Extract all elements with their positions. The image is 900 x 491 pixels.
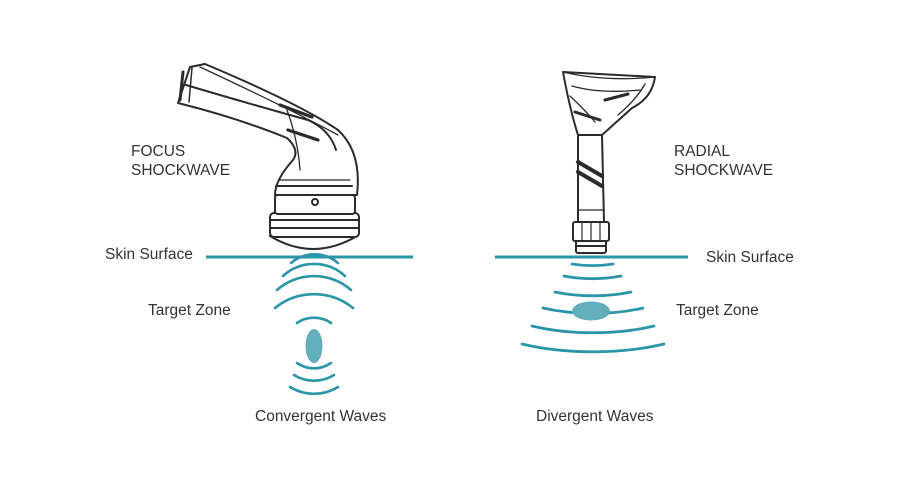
divergent-waves [520, 262, 666, 354]
divergent-waves-label: Divergent Waves [536, 408, 654, 425]
right-target-zone-label: Target Zone [676, 302, 759, 319]
radial-shockwave-handpiece-icon [562, 71, 656, 254]
right-target-zone-shape [572, 301, 610, 321]
left-target-zone-shape [305, 329, 323, 363]
right-skin-surface-label: Skin Surface [706, 249, 794, 266]
convergent-waves-label: Convergent Waves [255, 408, 387, 425]
convergent-waves [273, 253, 355, 395]
radial-shockwave-title: RADIAL SHOCKWAVE [674, 143, 774, 179]
left-skin-surface-label: Skin Surface [105, 246, 193, 263]
focus-shockwave-handpiece-icon [177, 63, 360, 250]
focus-shockwave-title: FOCUS SHOCKWAVE [131, 143, 231, 179]
left-target-zone-label: Target Zone [148, 302, 231, 319]
